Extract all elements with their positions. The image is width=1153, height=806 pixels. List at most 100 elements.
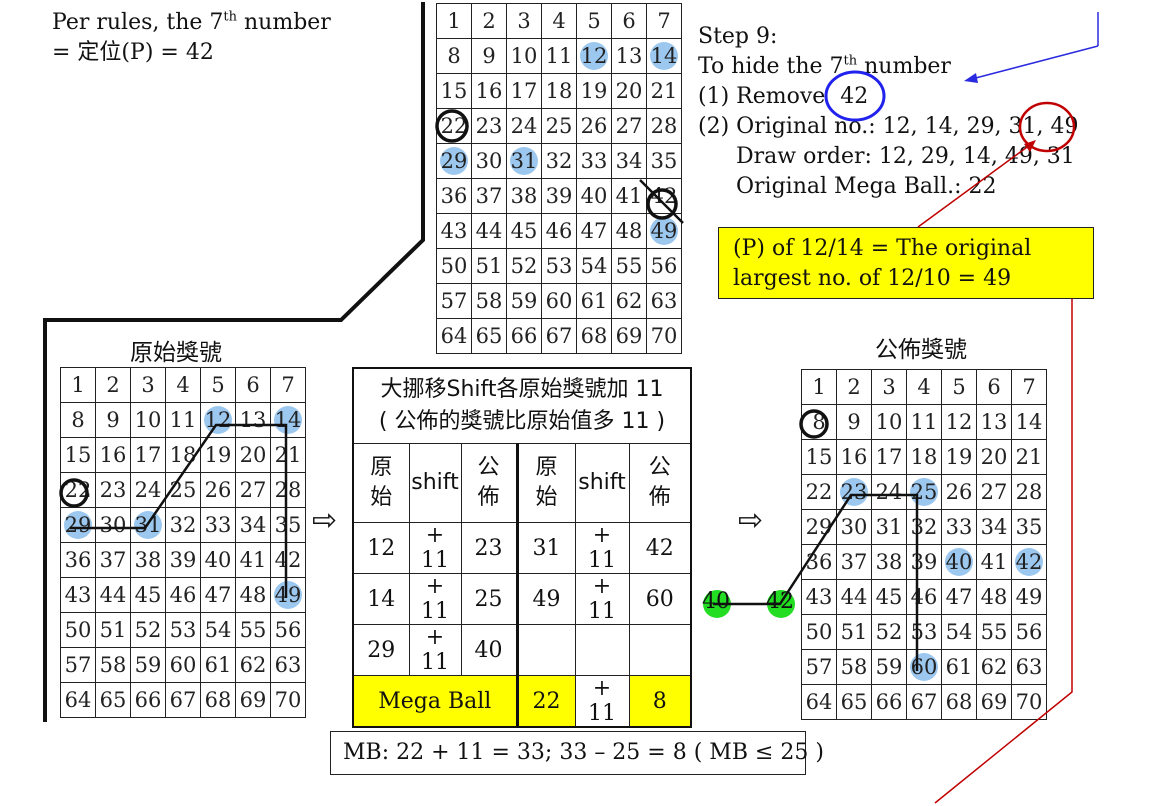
red-arrowhead-icon (1024, 140, 1036, 152)
right-arrow-icon: ⇨ (312, 503, 338, 538)
strike-line (639, 179, 684, 224)
grid-cell: 58 (95, 647, 131, 683)
shift-cell: 60 (628, 573, 692, 625)
grid-cell: 55 (235, 612, 271, 648)
shift-cell: + 11 (408, 522, 462, 574)
green-label-40: 40 (702, 589, 730, 614)
grid-cell: 48 (235, 577, 271, 613)
grid-cell: 70 (1011, 684, 1047, 720)
grid-cell: 45 (130, 577, 166, 613)
grid-cell: 40 (576, 178, 612, 214)
grid-cell: 46 (906, 579, 942, 615)
grid-cell: 9 (836, 404, 872, 440)
draw-path-original (70, 423, 288, 598)
grid-cell: 43 (60, 577, 96, 613)
grid-cell: 33 (200, 507, 236, 543)
grid-cell: 25 (906, 474, 942, 510)
grid-cell: 41 (235, 542, 271, 578)
shift-cell: + 11 (408, 624, 462, 676)
mega-original: 22 (515, 675, 576, 728)
grid-cell: 38 (130, 542, 166, 578)
grid-cell: 16 (95, 437, 131, 473)
grid-cell: 3 (130, 367, 166, 403)
shift-cell: 25 (460, 573, 518, 625)
circle-mark-22-left (59, 478, 89, 508)
grid-cell: 52 (506, 248, 542, 284)
mb-note: MB: 22 + 11 = 33; 33 – 25 = 8 ( MB ≤ 25 … (330, 731, 824, 775)
grid-cell: 2 (836, 369, 872, 405)
frame-line (43, 2, 425, 722)
grid-cell: 44 (95, 577, 131, 613)
grid-label-published: 公佈獎號 (875, 337, 967, 363)
grid-cell: 36 (436, 178, 472, 214)
grid-cell: 58 (471, 283, 507, 319)
shift-cell (628, 624, 692, 676)
grid-cell: 11 (165, 402, 201, 438)
shift-cell: 31 (515, 522, 576, 574)
mega-published: 8 (628, 675, 692, 728)
grid-cell: 68 (200, 682, 236, 718)
grid-cell: 51 (471, 248, 507, 284)
grid-cell: 5 (200, 367, 236, 403)
grid-cell: 7 (270, 367, 306, 403)
grid-cell: 7 (646, 3, 682, 39)
grid-cell: 60 (541, 283, 577, 319)
shift-cell: 42 (628, 522, 692, 574)
grid-cell: 65 (836, 684, 872, 720)
grid-cell: 21 (646, 73, 682, 109)
grid-cell: 70 (270, 682, 306, 718)
grid-cell: 30 (836, 509, 872, 545)
grid-cell: 21 (1011, 439, 1047, 475)
grid-cell: 38 (506, 178, 542, 214)
grid-cell: 6 (611, 3, 647, 39)
grid-cell: 50 (801, 614, 837, 650)
grid-cell: 54 (200, 612, 236, 648)
step-line-draw-order: Draw order: 12, 29, 14, 49, 31 (736, 144, 1075, 169)
grid-cell: 69 (235, 682, 271, 718)
grid-cell: 39 (541, 178, 577, 214)
grid-cell: 4 (165, 367, 201, 403)
grid-cell: 8 (60, 402, 96, 438)
grid-cell: 61 (941, 649, 977, 685)
grid-cell: 52 (871, 614, 907, 650)
grid-cell: 43 (801, 579, 837, 615)
grid-cell: 66 (506, 318, 542, 354)
grid-cell: 30 (95, 507, 131, 543)
grid-label-original: 原始獎號 (130, 340, 222, 366)
grid-cell: 27 (235, 472, 271, 508)
grid-cell: 43 (436, 213, 472, 249)
shift-table-title: 大挪移Shift各原始獎號加 11 ( 公佈的獎號比原始值多 11 ) (352, 367, 692, 444)
grid-cell: 47 (576, 213, 612, 249)
grid-cell: 32 (165, 507, 201, 543)
grid-cell: 69 (976, 684, 1012, 720)
shift-cell: 49 (515, 573, 576, 625)
grid-cell: 28 (270, 472, 306, 508)
grid-cell: 42 (270, 542, 306, 578)
grid-cell: 62 (976, 649, 1012, 685)
grid-cell: 15 (801, 439, 837, 475)
grid-cell: 4 (906, 369, 942, 405)
removed-number: 42 (840, 84, 869, 109)
grid-cell: 27 (611, 108, 647, 144)
grid-cell: 6 (976, 369, 1012, 405)
grid-cell: 56 (270, 612, 306, 648)
grid-cell: 47 (200, 577, 236, 613)
grid-cell: 8 (436, 38, 472, 74)
grid-cell: 50 (60, 612, 96, 648)
grid-cell: 24 (130, 472, 166, 508)
grid-cell: 2 (95, 367, 131, 403)
blue-circle (824, 70, 886, 122)
circle-mark-22 (435, 109, 469, 143)
red-line (917, 141, 1035, 228)
grid-cell: 35 (646, 143, 682, 179)
grid-cell: 9 (95, 402, 131, 438)
grid-cell: 26 (941, 474, 977, 510)
grid-cell: 28 (646, 108, 682, 144)
grid-cell: 33 (576, 143, 612, 179)
shift-cell: 29 (352, 624, 410, 676)
shift-cell: 40 (460, 624, 518, 676)
grid-cell: 66 (871, 684, 907, 720)
grid-cell: 46 (541, 213, 577, 249)
